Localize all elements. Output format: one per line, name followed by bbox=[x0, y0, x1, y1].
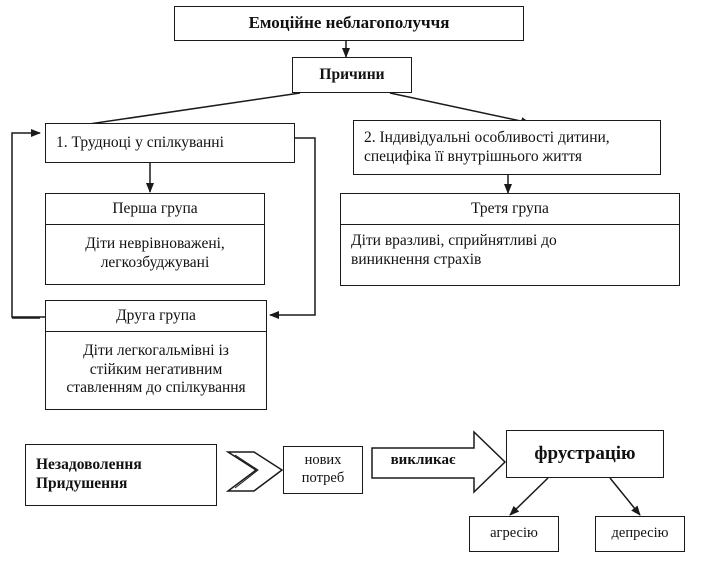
group3-header: Третя група bbox=[341, 194, 679, 225]
dissatisfaction-box: Незадоволення Придушення bbox=[25, 444, 217, 506]
group3-body-line: Діти вразливі, сприйнятливі до bbox=[351, 232, 557, 249]
group1-header: Перша група bbox=[46, 194, 264, 225]
group1-body: Діти неврівноважені, легкозбуджувані bbox=[46, 224, 264, 284]
arrow-causes-to-cause1 bbox=[61, 92, 301, 131]
group2-box: Друга група Діти легкогальмівні із стійк… bbox=[45, 300, 267, 410]
depression-box: депресію bbox=[595, 516, 685, 552]
frustration-box: фрустрацію bbox=[506, 430, 664, 478]
needs-box: нових потреб bbox=[283, 446, 363, 494]
arrow-to-depression bbox=[609, 477, 641, 516]
loop-right bbox=[269, 137, 316, 319]
loop-left bbox=[11, 129, 45, 318]
cause1-box: 1. Трудноці у спілкуванні bbox=[45, 123, 295, 163]
group3-body-line: виникнення страхів bbox=[351, 250, 482, 268]
group1-box: Перша група Діти неврівноважені, легкозб… bbox=[45, 193, 265, 285]
arrow-to-aggression bbox=[509, 477, 549, 516]
group3-box: Третя група Діти вразливі, сприйнятливі … bbox=[340, 193, 680, 286]
group1-body-line: Діти неврівноважені, bbox=[85, 235, 225, 253]
chevron-shape bbox=[225, 451, 284, 492]
group1-body-line: легкозбуджувані bbox=[100, 254, 210, 271]
suppression-label: Придушення bbox=[36, 475, 128, 492]
cause2-box: 2. Індивідуальні особливості дитини, спе… bbox=[353, 120, 661, 175]
causes-label: викликає bbox=[390, 452, 456, 468]
aggression-box: агресію bbox=[469, 516, 559, 552]
group2-body: Діти легкогальмівні із стійким негативни… bbox=[46, 331, 266, 409]
title-box: Емоційне неблагополуччя bbox=[174, 6, 524, 41]
group2-body-line: Діти легкогальмівні із bbox=[83, 341, 229, 359]
dissatisfaction-label: Незадоволення bbox=[36, 456, 142, 474]
needs-line: нових bbox=[304, 452, 342, 469]
cause2-line-1: 2. Індивідуальні особливості дитини, bbox=[364, 128, 610, 146]
block-arrow-shape bbox=[371, 430, 507, 494]
needs-line: потреб bbox=[301, 470, 345, 486]
group3-body: Діти вразливі, сприйнятливі до виникненн… bbox=[341, 224, 679, 285]
cause2-line-2: специфіка її внутрішнього життя bbox=[364, 147, 583, 165]
causes-box: Причини bbox=[292, 57, 412, 93]
group2-header: Друга група bbox=[46, 301, 266, 332]
group2-body-line: стійким негативним bbox=[89, 360, 223, 378]
group2-body-line: ставленням до спілкування bbox=[66, 379, 246, 397]
arrow-causes-to-cause2 bbox=[389, 92, 531, 126]
